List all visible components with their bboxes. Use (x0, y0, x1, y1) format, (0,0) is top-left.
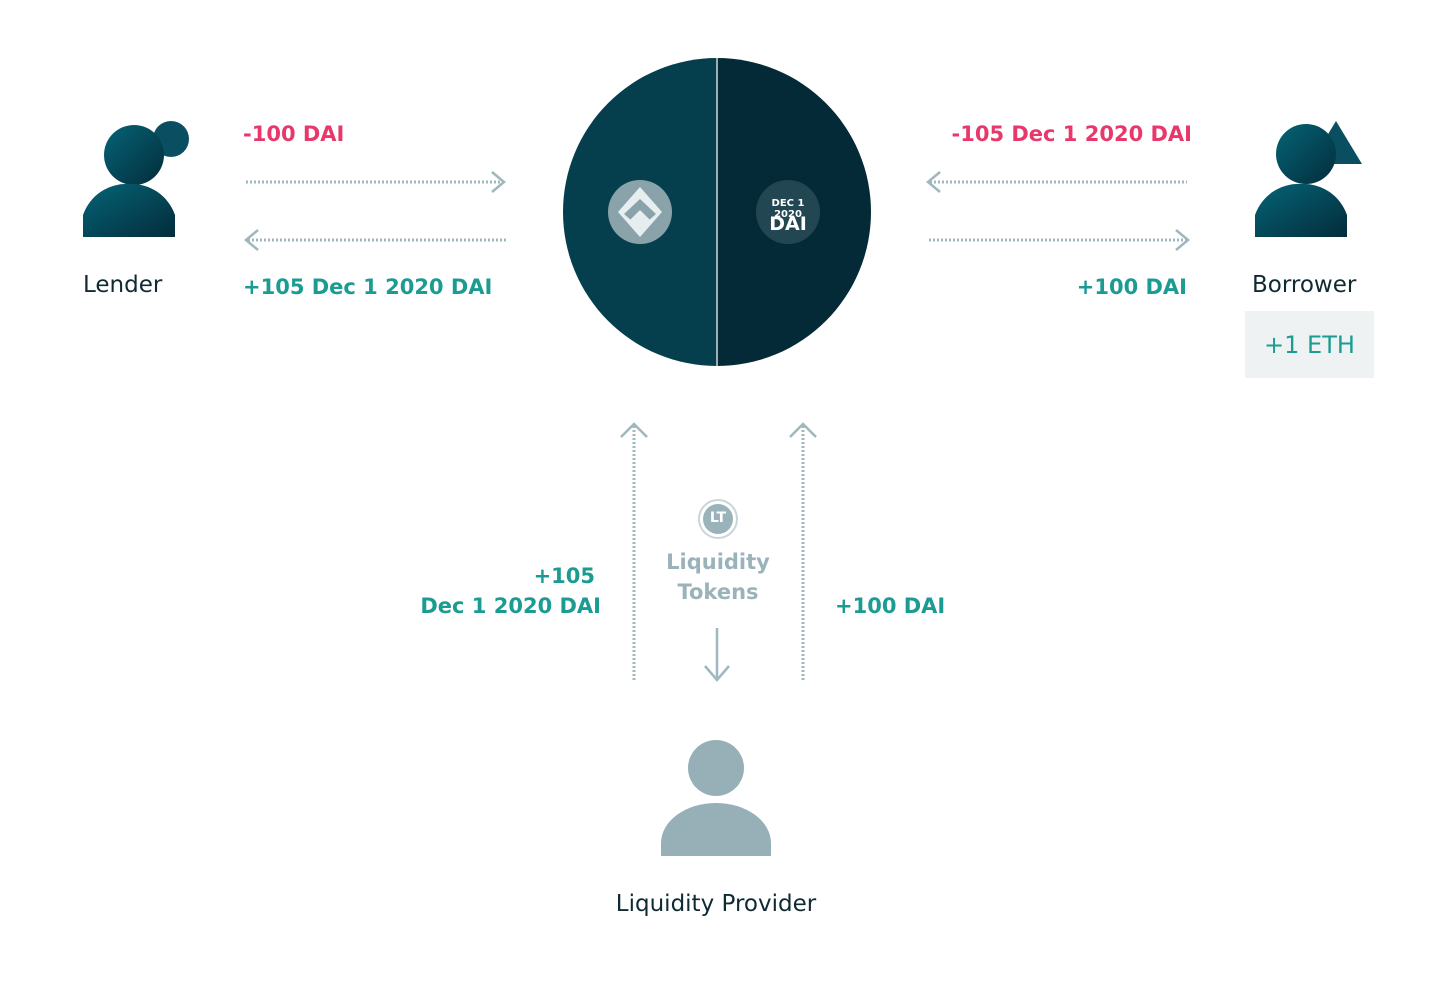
borrower-sent-label: -105 Dec 1 2020 DAI (951, 122, 1192, 146)
provider-fy-amount-label: +105 (533, 564, 595, 588)
lender-name: Lender (83, 272, 163, 298)
arrow-provider-dai-to-pool (789, 422, 817, 682)
fy-dai-token-date: DEC 1 2020 (771, 198, 805, 220)
lender-received-label: +105 Dec 1 2020 DAI (243, 275, 493, 299)
provider-dai-label: +100 DAI (835, 594, 946, 618)
arrow-lt-to-provider (704, 628, 730, 682)
fy-dai-token-icon (756, 180, 820, 244)
fy-dai-token-name: DAI (769, 213, 807, 235)
arrow-provider-fy-to-pool (620, 422, 648, 682)
arrow-pool-to-lender (244, 229, 506, 251)
lt-label-line2: Tokens (677, 580, 759, 604)
lt-token-badge: LT (709, 510, 727, 526)
borrower-collateral-badge: +1 ETH (1245, 311, 1374, 378)
provider-fy-token-label: Dec 1 2020 DAI (420, 594, 601, 618)
liquidity-provider-icon (661, 740, 771, 856)
borrower-received-label: +100 DAI (1076, 275, 1187, 299)
lender-person-icon (83, 121, 189, 237)
borrower-person-icon (1255, 121, 1362, 237)
lt-label-line1: Liquidity (666, 550, 770, 574)
liquidity-provider-name: Liquidity Provider (615, 891, 817, 917)
arrow-lender-to-pool (246, 171, 506, 193)
lt-token-icon (698, 499, 738, 539)
arrow-borrower-to-pool (926, 171, 1187, 193)
borrower-name: Borrower (1252, 272, 1357, 298)
arrow-pool-to-borrower (929, 229, 1190, 251)
yield-logo-icon (608, 180, 672, 244)
lender-sent-label: -100 DAI (243, 122, 345, 146)
